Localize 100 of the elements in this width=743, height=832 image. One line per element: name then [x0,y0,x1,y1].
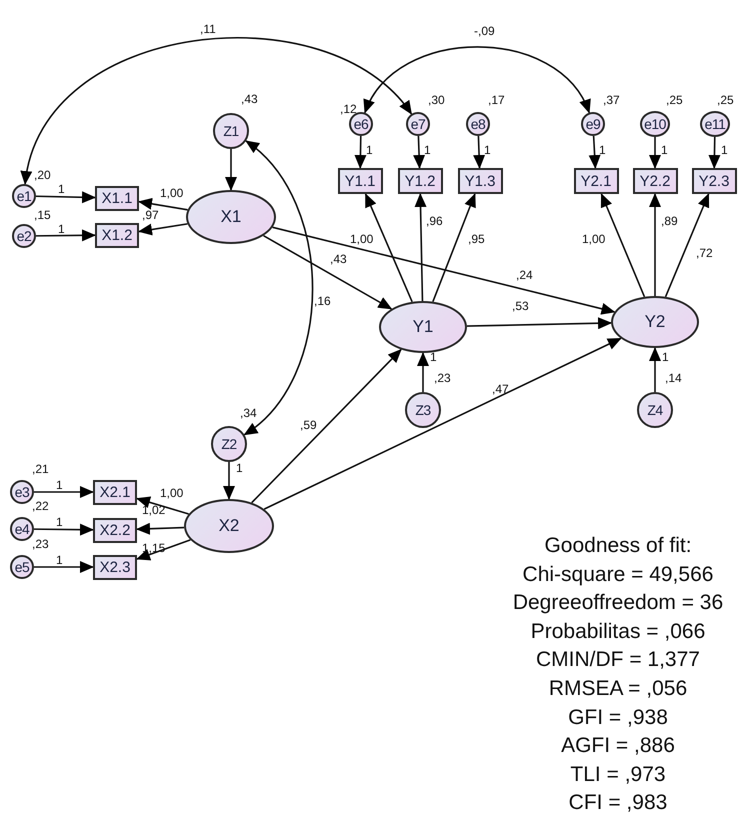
path-arrow [34,524,94,536]
path-arrow [264,338,622,510]
indicator-box [95,186,139,210]
path-arrow [600,193,646,298]
variance-estimate: ,21 [32,462,49,476]
edge-label: ,96 [426,214,443,228]
edge-label: 1,00 [160,486,184,500]
path-arrow [417,352,429,392]
variance-estimate: ,22 [32,499,49,513]
edge-label: 1 [661,143,668,157]
fit-statistic: TLI = ,973 [569,762,667,787]
edge-label: 1 [424,143,431,157]
latent-ellipse [611,296,699,348]
indicator-box [574,168,618,194]
path-arrow [136,522,184,535]
fit-statistic: CMIN/DF = 1,377 [535,648,701,672]
edge-label: 1 [58,222,65,236]
variable-name: Z1 [223,123,239,139]
variable-name: e3 [14,484,30,500]
fit-heading: Goodness of fit: [543,534,693,558]
indicator-box [93,554,137,580]
error-circle [10,480,34,504]
edge-label: 1,00 [160,186,184,200]
path-arrow [413,136,426,169]
variable-name: Z2 [221,436,237,452]
edge-label: ,59 [300,418,317,432]
variance-estimate: ,15 [34,208,51,222]
path-arrow [588,136,601,169]
path-arrow [223,462,235,500]
variable-name: X2.1 [100,484,130,500]
variable-name: Y1.2 [404,172,436,190]
path-arrow [263,234,392,310]
edge-label: 1,00 [582,232,606,246]
indicator-box [338,168,382,194]
edge-label: 1 [721,143,728,157]
indicator-box [458,168,502,194]
path-arrow [354,136,366,169]
edge-label: 1 [484,143,491,157]
fit-statistic: Chi-square = 49,566 [522,562,714,587]
path-arrow [708,136,720,169]
path-arrow [364,193,413,302]
path-arrow [432,193,476,302]
variable-name: X1 [220,207,242,227]
variable-name: Y2.2 [640,172,670,190]
edge-label: ,43 [330,252,347,266]
variable-name: e2 [16,228,32,244]
edge-label: 1 [662,350,669,364]
variable-name: Y1.1 [344,172,376,190]
edge-label: ,53 [512,299,529,313]
covariance-arrow [244,140,314,436]
variable-name: X2.3 [100,558,130,576]
variable-name: Y2.1 [580,172,612,190]
variance-estimate: ,34 [240,406,257,420]
error-circle [640,111,670,137]
fit-statistic: GFI = ,938 [567,706,669,730]
edge-label: ,97 [142,208,159,222]
edge-label: 1,00 [350,232,374,246]
path-arrow [272,226,616,315]
variance-estimate: ,23 [32,537,49,551]
edge-label: ,24 [516,268,533,282]
path-arrow [36,191,96,204]
variance-estimate: ,25 [666,93,683,107]
variable-name: e1 [16,188,32,204]
variable-name: X1.1 [102,190,132,206]
edge-label: 1 [430,350,437,364]
variance-estimate: ,37 [603,93,620,107]
edge-label: 1 [599,143,606,157]
error-circle [637,392,673,428]
indicator-box [692,168,736,194]
error-circle [466,112,490,136]
indicator-box [95,222,139,248]
path-arrow [225,149,237,191]
edge-label: ,47 [492,382,509,396]
edge-label: ,16 [314,294,331,308]
variable-name: Y1.3 [464,172,496,190]
edge-label: 1 [366,143,373,157]
variable-name: e5 [14,559,30,575]
fit-statistic: CFI = ,983 [568,791,668,816]
latent-ellipse [184,499,274,553]
path-arrow [473,136,486,169]
edge-label: 1 [58,182,65,196]
variable-name: X2 [218,516,240,536]
path-arrow [138,198,188,211]
error-circle [10,517,34,541]
path-arrow [138,223,188,236]
variable-name: Y2.3 [698,172,730,190]
error-circle [12,224,36,248]
variance-estimate: ,43 [241,92,258,106]
indicator-box [93,518,137,542]
variance-estimate: ,12 [340,102,357,116]
path-arrow [34,561,94,573]
variable-name: Y2 [644,312,666,332]
error-circle [406,112,430,136]
covariance-arrow [22,37,412,186]
indicator-box [398,168,442,194]
error-circle [211,426,247,462]
edge-label: ,72 [696,246,713,260]
edge-label: ,89 [661,214,678,228]
error-circle [700,111,730,137]
path-arrow [664,193,710,298]
